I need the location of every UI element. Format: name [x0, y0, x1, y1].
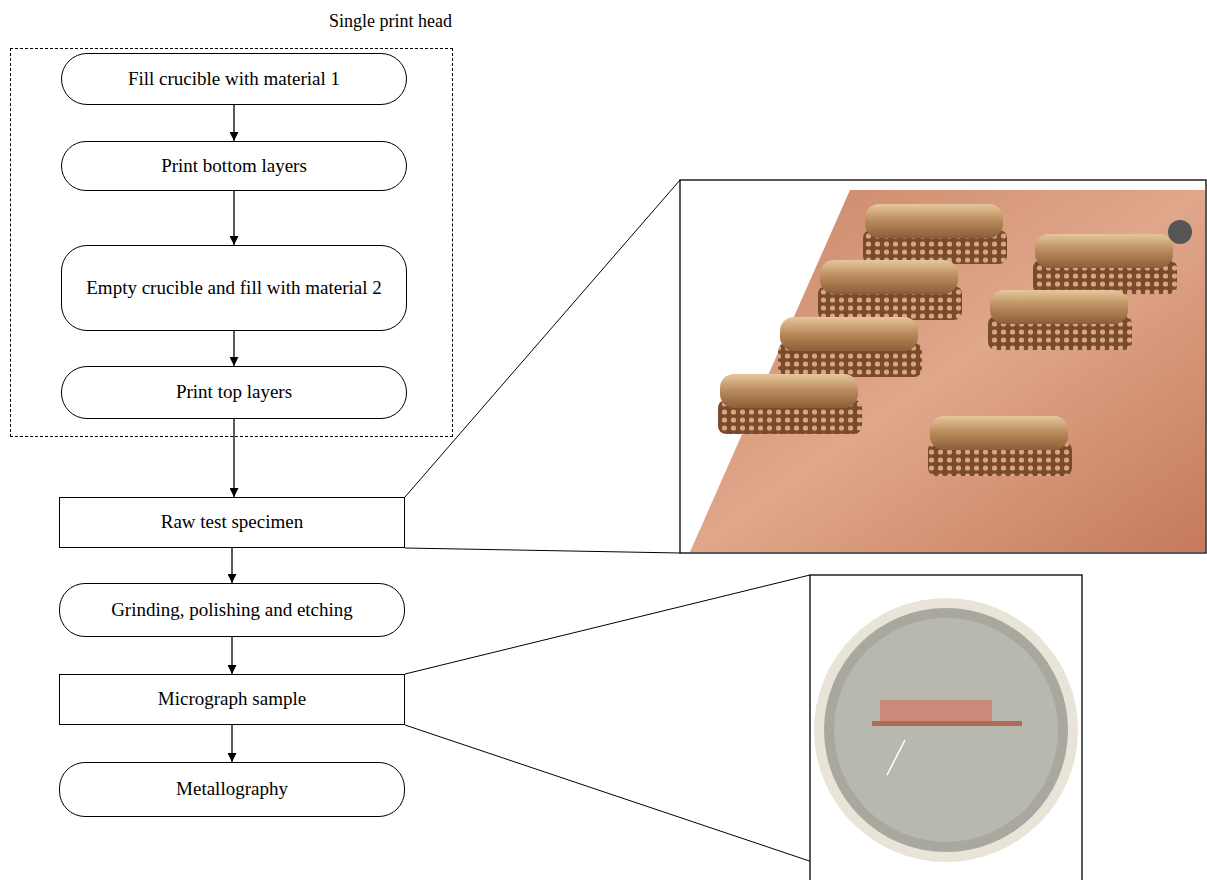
micrograph-photo — [810, 575, 1082, 880]
specimen-photo — [680, 180, 1206, 553]
box-label: Fill crucible with material 1 — [128, 64, 340, 94]
print-head-group: Single print headFill crucible with mate… — [10, 48, 453, 437]
printed-bar — [928, 416, 1072, 476]
printed-bar — [1033, 234, 1177, 294]
flow-arrow — [233, 191, 234, 245]
flow-arrow — [231, 725, 232, 762]
process-box: Empty crucible and fill with material 2 — [61, 245, 407, 331]
box-label: Metallography — [176, 774, 288, 804]
printed-bar — [863, 204, 1007, 264]
process-box: Metallography — [59, 762, 405, 817]
flow-arrow — [233, 331, 234, 366]
box-label: Print top layers — [176, 377, 292, 407]
printed-bar — [778, 317, 922, 377]
box-label: Raw test specimen — [161, 507, 303, 537]
printed-bar — [718, 374, 862, 434]
group-heading: Single print head — [329, 11, 452, 32]
process-box: Fill crucible with material 1 — [61, 53, 407, 105]
flow-arrow — [233, 105, 234, 141]
box-label: Micrograph sample — [158, 684, 306, 714]
printed-bar — [818, 260, 962, 320]
process-box: Print bottom layers — [61, 141, 407, 191]
flow-arrow — [231, 637, 232, 674]
process-box: Print top layers — [61, 366, 407, 419]
box-label: Empty crucible and fill with material 2 — [86, 273, 381, 303]
box-label: Grinding, polishing and etching — [111, 595, 353, 625]
process-box: Grinding, polishing and etching — [59, 583, 405, 637]
flow-arrow — [233, 419, 234, 497]
process-box: Micrograph sample — [59, 674, 405, 725]
flow-arrow — [231, 548, 232, 583]
process-box: Raw test specimen — [59, 497, 405, 548]
printed-bar — [988, 290, 1132, 350]
box-label: Print bottom layers — [161, 151, 307, 181]
